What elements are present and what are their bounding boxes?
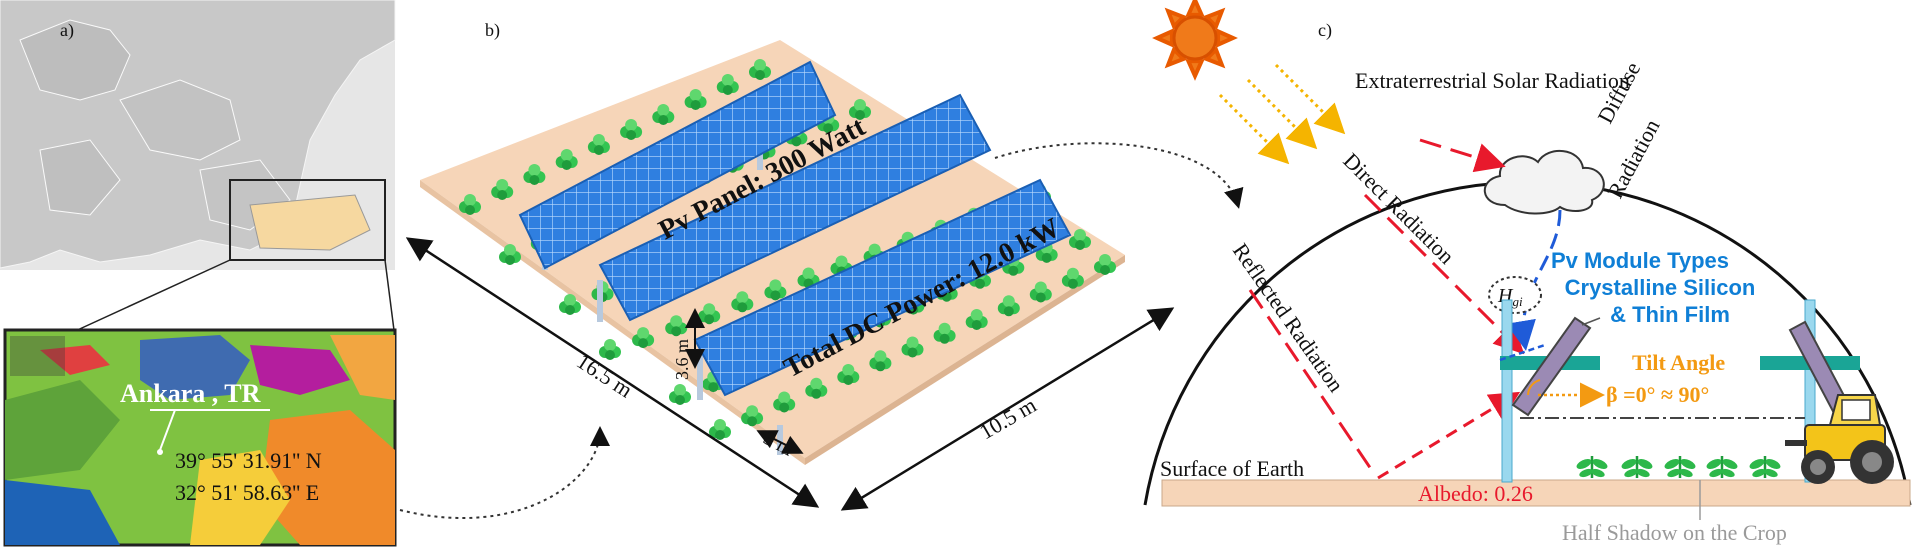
reflected-incoming-line <box>1250 290 1375 475</box>
tractor-icon <box>1785 395 1894 484</box>
crop-seedlings <box>1575 456 1782 479</box>
reflected-label: Reflected Radiation <box>1228 239 1349 397</box>
half-shadow-label: Half Shadow on the Crop <box>1562 520 1787 545</box>
sun-ray <box>1188 61 1201 76</box>
panel-a-turkey-map: Ankara , TR 39° 55' 31.91'' N 32° 51' 58… <box>5 330 395 545</box>
cloud-icon <box>1485 151 1604 214</box>
pv-mount-1 <box>1500 300 1600 482</box>
sun-ray <box>1157 31 1172 44</box>
longitude-label: 32° 51' 58.63'' E <box>175 480 319 505</box>
module-types-title: Pv Module Types <box>1551 248 1729 273</box>
extraterrestrial-title: Extraterrestrial Solar Radiation <box>1355 68 1630 93</box>
module-types-thinfilm: & Thin Film <box>1610 302 1730 327</box>
sun-ray <box>1218 31 1233 44</box>
incoming-solar-rays <box>1220 65 1341 160</box>
direct-radiation-arrow <box>1365 195 1520 350</box>
latitude-label: 39° 55' 31.91'' N <box>175 448 322 473</box>
direct-radiation-label: Direct Radiation <box>1338 148 1459 269</box>
height-dimension-label: 3.6 m <box>672 339 692 380</box>
tilt-angle-label: Tilt Angle <box>1632 350 1725 375</box>
city-label: Ankara , TR <box>120 379 261 408</box>
surface-label: Surface of Earth <box>1160 456 1304 481</box>
zoom-line-left <box>60 260 230 338</box>
panel-a-label: a) <box>60 20 74 41</box>
crop-plant <box>669 384 691 405</box>
sun-ray <box>1188 0 1201 15</box>
module-types-crystalline: Crystalline Silicon <box>1565 275 1756 300</box>
panel-b-label: b) <box>485 20 500 41</box>
connector-a-to-b <box>400 430 600 518</box>
diffuse-label-2: Radiation <box>1602 115 1664 202</box>
zoom-line-right <box>385 260 395 338</box>
tilt-range-label: β =0° ≈ 90° <box>1606 382 1709 407</box>
earth-surface <box>1162 480 1910 506</box>
crop-plant <box>599 339 621 360</box>
ankara-marker <box>157 449 163 455</box>
panel-c-label: c) <box>1318 20 1332 41</box>
reflected-radiation-arrow <box>1378 395 1515 478</box>
width-dimension-label: 10.5 m <box>975 392 1040 444</box>
panel-a-europe-map: a) <box>0 0 395 270</box>
diffuse-radiation-arrow <box>1524 210 1560 345</box>
albedo-label: Albedo: 0.26 <box>1418 481 1533 506</box>
sun-icon <box>1157 0 1233 76</box>
direct-to-cloud-arrow <box>1420 140 1500 165</box>
